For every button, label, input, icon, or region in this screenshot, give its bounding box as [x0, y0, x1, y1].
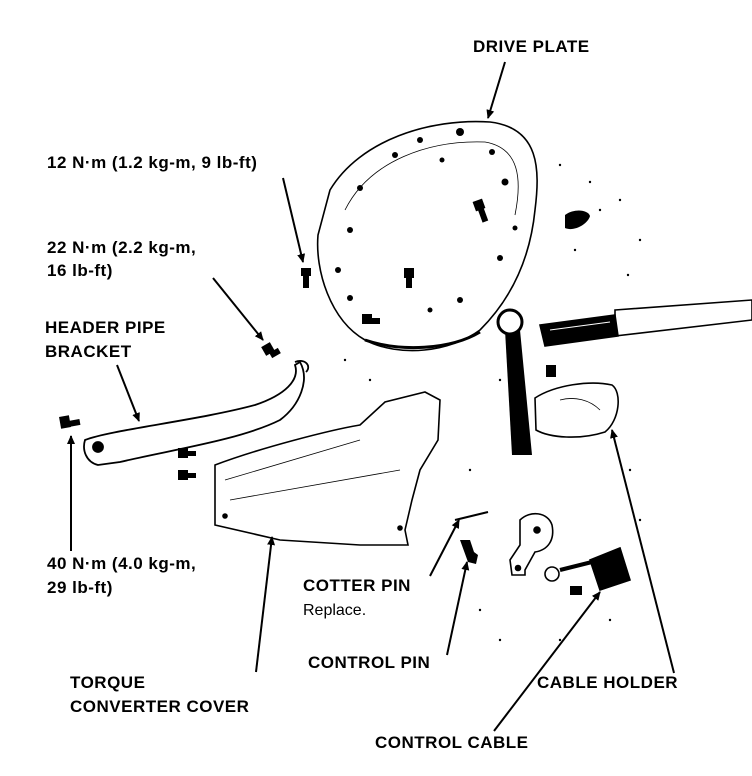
drive-plate-bolts: [362, 198, 489, 324]
label-torque-22nm-line2: 16 lb-ft): [47, 261, 113, 280]
cotter-pin-part: [454, 511, 489, 521]
bolt-12nm: [301, 268, 311, 288]
shift-shaft-hub: [496, 308, 524, 336]
label-torque-converter-line2: CONVERTER COVER: [70, 697, 250, 716]
control-lever: [509, 512, 554, 576]
label-torque-40nm-line1: 40 N·m (4.0 kg-m,: [47, 554, 197, 573]
bolt-40nm: [59, 415, 81, 429]
dotted-engine-outline: [343, 163, 642, 642]
label-torque-40nm-line2: 29 lb-ft): [47, 578, 113, 597]
header-pipe-bracket: [83, 360, 310, 466]
torque-converter-cover: [214, 391, 441, 546]
label-drive-plate: DRIVE PLATE: [473, 37, 590, 56]
label-control-cable: CONTROL CABLE: [375, 733, 529, 752]
label-torque-22nm-line1: 22 N·m (2.2 kg-m,: [47, 238, 197, 257]
drain-plug: [565, 210, 590, 230]
control-pin-part: [460, 540, 478, 564]
leader-arrows: [67, 61, 675, 732]
label-control-pin: CONTROL PIN: [308, 653, 431, 672]
label-header-pipe-line1: HEADER PIPE: [45, 318, 166, 337]
bolt-22nm: [261, 342, 281, 359]
label-header-pipe-line2: BRACKET: [45, 342, 132, 361]
bolts-cover: [178, 448, 196, 480]
label-cotter-pin-note: Replace.: [303, 602, 367, 619]
label-torque-converter-line1: TORQUE: [70, 673, 146, 692]
shift-shaft-wedge: [505, 330, 532, 455]
label-torque-12nm: 12 N·m (1.2 kg-m, 9 lb-ft): [47, 153, 258, 172]
drive-plate: [316, 120, 538, 352]
control-cable-end: [544, 546, 631, 595]
label-cable-holder: CABLE HOLDER: [537, 673, 679, 692]
control-cable-assembly: [534, 299, 752, 438]
label-cotter-pin: COTTER PIN: [303, 576, 411, 595]
